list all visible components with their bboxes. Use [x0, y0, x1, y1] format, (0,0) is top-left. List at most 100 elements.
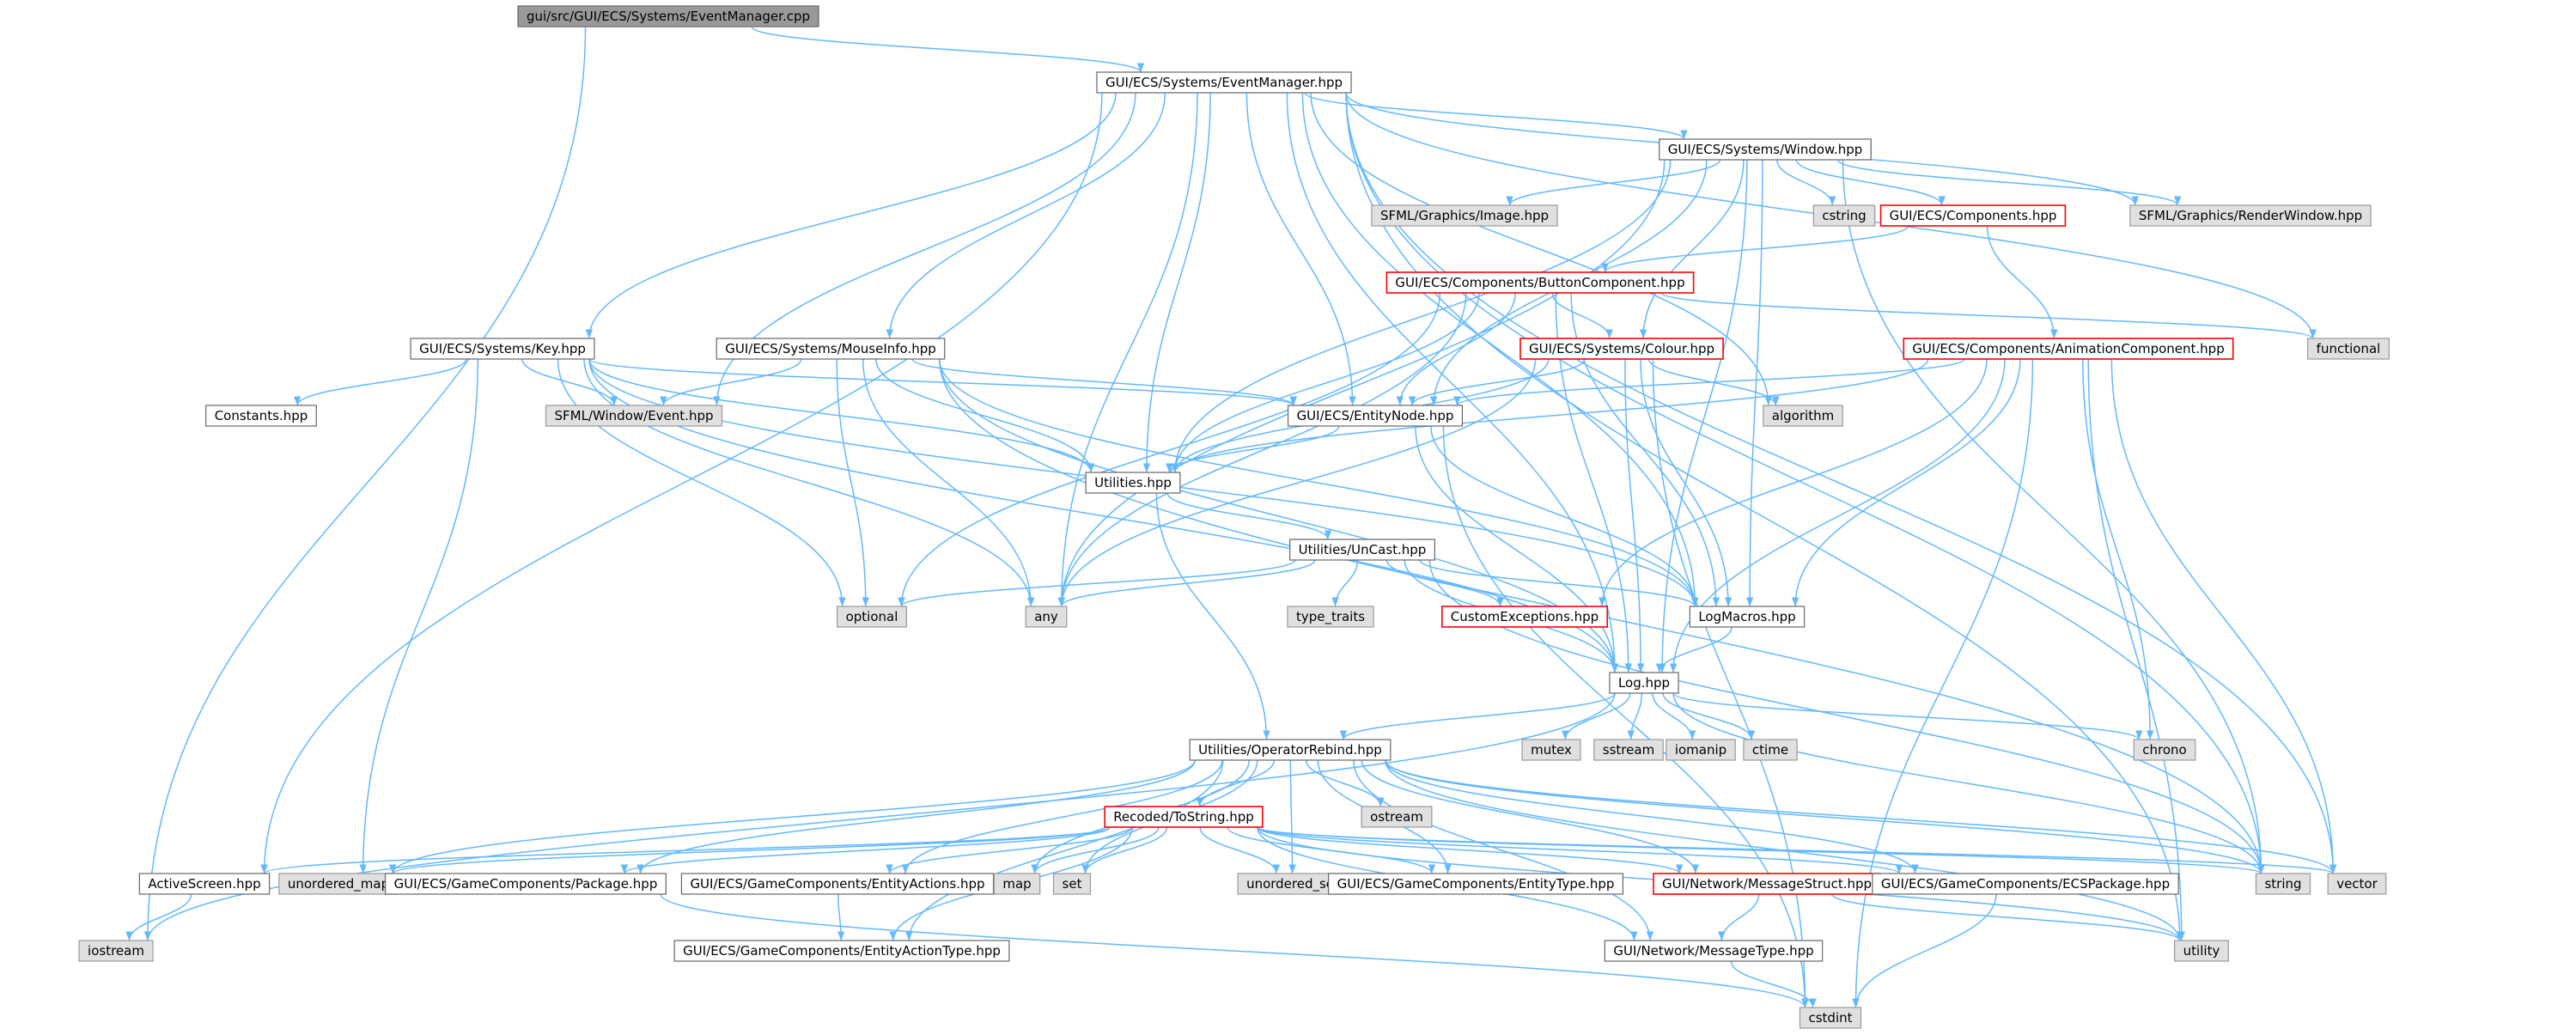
node-vector: vector — [2327, 873, 2387, 895]
node-label: GUI/ECS/Components/AnimationComponent.hp… — [1912, 341, 2224, 356]
node-operatorrebind[interactable]: Utilities/OperatorRebind.hpp — [1189, 739, 1392, 761]
node-entityactions[interactable]: GUI/ECS/GameComponents/EntityActions.hpp — [680, 873, 995, 895]
node-entitytype[interactable]: GUI/ECS/GameComponents/EntityType.hpp — [1328, 873, 1623, 895]
node-logmacros-hpp[interactable]: LogMacros.hpp — [1689, 606, 1806, 628]
edge-uncast-hpp-to-type-traits — [1331, 559, 1359, 607]
node-box — [1025, 606, 1068, 628]
edge-animationcomponent-to-utilities-hpp — [1171, 358, 1929, 473]
node-box — [1872, 873, 2179, 895]
edge-colour-hpp-to-logmacros-hpp — [1640, 358, 1733, 607]
node-animationcomponent[interactable]: GUI/ECS/Components/AnimationComponent.hp… — [1903, 338, 2234, 360]
node-label: GUI/ECS/Systems/MouseInfo.hpp — [725, 341, 936, 356]
edge-buttoncomponent-to-functional — [1660, 292, 2317, 339]
edge-components-hpp-to-animationcomponent — [1986, 225, 2058, 339]
edge-mouseinfo-hpp-to-utilities-hpp — [875, 358, 1095, 473]
node-eventmanager-cpp[interactable]: gui/src/GUI/ECS/Systems/EventManager.cpp — [517, 5, 819, 27]
node-label: string — [2264, 876, 2301, 892]
node-label: iostream — [88, 943, 144, 959]
node-uncast-hpp[interactable]: Utilities/UnCast.hpp — [1289, 539, 1435, 561]
edge-logmacros-hpp-to-log-hpp — [1655, 626, 1733, 673]
edge-entityactions-to-entityactiontype — [837, 893, 845, 941]
node-customexceptions[interactable]: CustomExceptions.hpp — [1440, 606, 1609, 628]
node-label: GUI/ECS/Components/ButtonComponent.hpp — [1395, 275, 1684, 290]
node-recoded-tostring[interactable]: Recoded/ToString.hpp — [1104, 806, 1264, 828]
edge-window-hpp-to-components-hpp — [1795, 159, 1946, 206]
node-box — [1519, 338, 1724, 360]
edge-utilities-hpp-to-operatorrebind — [1155, 492, 1270, 740]
edge-eventmanager-cpp-to-iostream — [143, 26, 587, 941]
edges-layer — [125, 26, 2337, 1008]
node-box — [278, 873, 399, 895]
edge-operatorrebind-to-recoded-tostring — [1196, 759, 1276, 807]
node-activescreen[interactable]: ActiveScreen.hpp — [138, 873, 271, 895]
node-label: any — [1034, 609, 1058, 624]
node-label: Utilities.hpp — [1094, 475, 1172, 490]
node-entitynode-hpp[interactable]: GUI/ECS/EntityNode.hpp — [1287, 405, 1464, 427]
node-box — [993, 873, 1041, 895]
node-box — [1903, 338, 2234, 360]
edge-eventmanager-hpp-to-entitynode-hpp — [1245, 92, 1356, 406]
node-optional: optional — [837, 606, 907, 628]
node-key-hpp[interactable]: GUI/ECS/Systems/Key.hpp — [410, 338, 595, 360]
node-label: sstream — [1603, 742, 1654, 758]
node-mouseinfo-hpp[interactable]: GUI/ECS/Systems/MouseInfo.hpp — [716, 338, 946, 360]
node-utilities-hpp[interactable]: Utilities.hpp — [1085, 472, 1181, 494]
node-box — [1287, 405, 1464, 427]
node-box — [1799, 1007, 1862, 1029]
node-box — [1096, 71, 1352, 94]
edge-mouseinfo-hpp-to-logmacros-hpp — [939, 358, 1699, 607]
node-label: Constants.hpp — [215, 408, 308, 423]
node-entityactiontype[interactable]: GUI/ECS/GameComponents/EntityActionType.… — [673, 940, 1010, 962]
node-components-hpp[interactable]: GUI/ECS/Components.hpp — [1879, 204, 2067, 227]
edge-key-hpp-to-unordered-map — [359, 358, 479, 874]
node-buttoncomponent[interactable]: GUI/ECS/Components/ButtonComponent.hpp — [1385, 271, 1695, 294]
node-label: vector — [2336, 876, 2378, 892]
node-box — [1289, 539, 1435, 561]
node-box — [1689, 606, 1806, 628]
edge-eventmanager-hpp-to-any — [1057, 92, 1198, 607]
edge-log-hpp-to-iostream — [143, 692, 1616, 941]
node-box — [1371, 204, 1558, 227]
node-label: optional — [846, 609, 898, 624]
node-label: gui/src/GUI/ECS/Systems/EventManager.cpp — [527, 9, 810, 24]
node-box — [837, 606, 907, 628]
node-eventmanager-hpp[interactable]: GUI/ECS/Systems/EventManager.hpp — [1096, 71, 1352, 94]
edge-operatorrebind-to-ostream — [1305, 759, 1385, 807]
node-box — [2327, 873, 2387, 895]
node-package-hpp[interactable]: GUI/ECS/GameComponents/Package.hpp — [385, 873, 667, 895]
node-box — [673, 940, 1010, 962]
edge-utilities-hpp-to-uncast-hpp — [1166, 492, 1332, 540]
node-messagetype[interactable]: GUI/Network/MessageType.hpp — [1604, 940, 1824, 962]
node-label: ActiveScreen.hpp — [148, 876, 260, 892]
edge-key-hpp-to-entitynode-hpp — [588, 358, 1297, 406]
node-colour-hpp[interactable]: GUI/ECS/Systems/Colour.hpp — [1519, 338, 1724, 360]
node-label: unordered_set — [1246, 876, 1339, 892]
node-window-hpp[interactable]: GUI/ECS/Systems/Window.hpp — [1659, 138, 1872, 161]
node-ecspackage[interactable]: GUI/ECS/GameComponents/ECSPackage.hpp — [1872, 873, 2179, 895]
node-label: GUI/Network/MessageType.hpp — [1613, 943, 1813, 959]
edge-window-hpp-to-string — [1842, 159, 2265, 874]
node-label: SFML/Window/Event.hpp — [555, 408, 714, 423]
node-messagestruct[interactable]: GUI/Network/MessageStruct.hpp — [1653, 873, 1881, 895]
node-label: type_traits — [1296, 609, 1365, 625]
edge-window-hpp-to-sfml-renderwindow — [1837, 159, 2182, 206]
node-label: GUI/ECS/Systems/Colour.hpp — [1529, 341, 1714, 356]
node-box — [1328, 873, 1623, 895]
edge-colour-hpp-to-entitynode-hpp — [1408, 358, 1586, 406]
edge-recoded-tostring-to-string — [1257, 826, 2265, 874]
edge-components-hpp-to-buttoncomponent — [1601, 225, 1909, 273]
node-label: mutex — [1531, 742, 1572, 758]
node-box — [1085, 472, 1181, 494]
edge-operatorrebind-to-vector — [1385, 759, 2337, 874]
edge-window-hpp-to-logmacros-hpp — [1745, 159, 1763, 607]
node-box — [1287, 606, 1374, 628]
node-box — [1604, 940, 1824, 962]
node-constants-hpp[interactable]: Constants.hpp — [205, 405, 317, 427]
node-label: utility — [2183, 943, 2220, 959]
node-utility: utility — [2174, 940, 2229, 962]
node-box — [1521, 739, 1581, 761]
node-log-hpp[interactable]: Log.hpp — [1609, 672, 1679, 694]
edge-key-hpp-to-optional — [557, 358, 846, 607]
node-sfml-image: SFML/Graphics/Image.hpp — [1371, 204, 1558, 227]
